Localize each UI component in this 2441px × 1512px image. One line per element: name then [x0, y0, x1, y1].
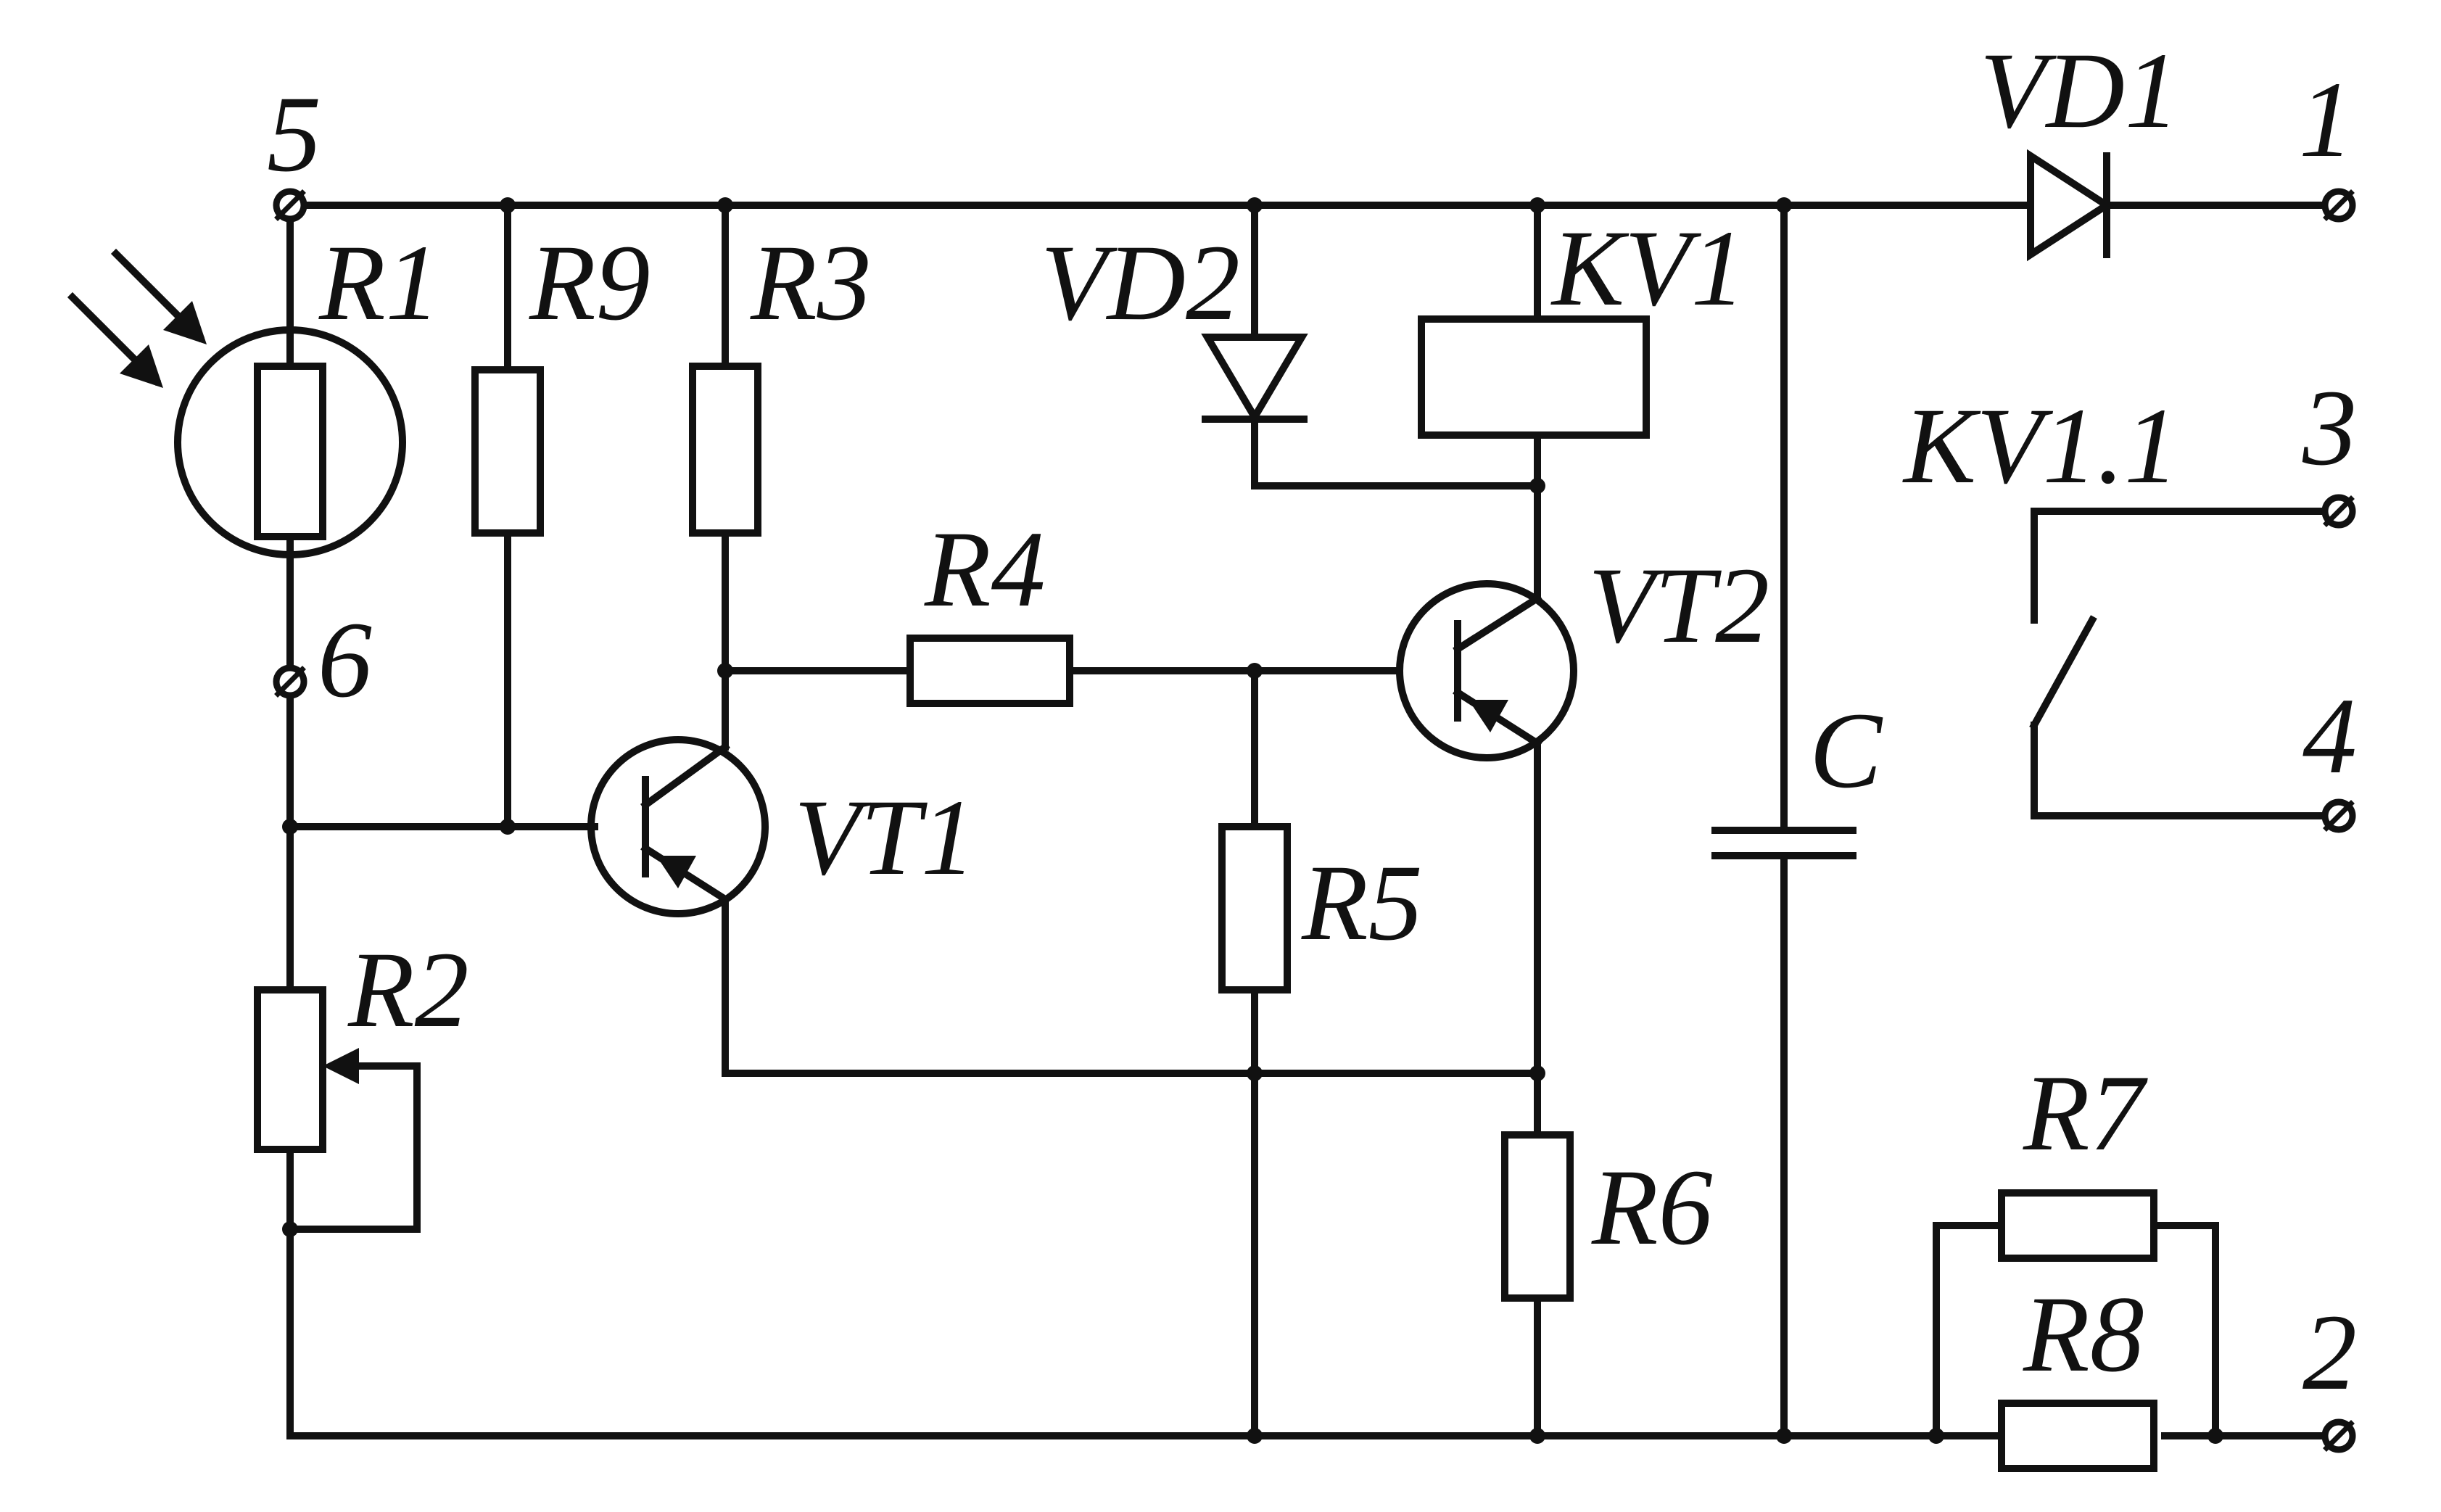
transistor-vt1 [587, 736, 769, 917]
label-r1: R1 [318, 223, 440, 343]
label-vd2: VD2 [1041, 223, 1240, 343]
junction-dots [282, 197, 2223, 1444]
label-kv1: KV1 [1550, 208, 1746, 329]
r7-r8-right-wire [2150, 1222, 2219, 1439]
label-r8: R8 [2023, 1274, 2144, 1395]
label-c: C [1809, 690, 1883, 811]
r7-r8-left-wire [1933, 1222, 2005, 1439]
terminal-3 [2321, 494, 2356, 529]
resistor-r4 [906, 635, 1073, 707]
label-terminal-4: 4 [2302, 676, 2357, 796]
resistor-r7 [1998, 1189, 2157, 1262]
label-r3: R3 [750, 223, 872, 343]
resistor-r6 [1501, 1131, 1574, 1302]
label-terminal-3: 3 [2302, 368, 2357, 488]
resistor-r5 [1218, 823, 1291, 993]
label-r4: R4 [924, 509, 1046, 629]
terminal-4 [2321, 798, 2356, 833]
kv1-1-upper-wire [2031, 508, 2342, 624]
label-vd1: VD1 [1980, 30, 2179, 151]
label-terminal-2: 2 [2302, 1292, 2357, 1413]
terminal-6 [273, 664, 307, 699]
capacitor-c [1711, 827, 1856, 859]
light-arrows-icon [67, 248, 207, 388]
resistor-r9 [471, 366, 544, 537]
label-vt2: VT2 [1588, 545, 1769, 666]
kv1-1-blade [2029, 615, 2097, 730]
kv1-1-lower-wire [2031, 722, 2342, 819]
label-kv1-1: KV1.1 [1902, 386, 2178, 506]
r2-wiper-arrow-icon [323, 1048, 359, 1084]
vt1-emitter-arrow-icon [656, 856, 696, 888]
terminals [273, 188, 2356, 1453]
variable-resistor-r2 [254, 986, 359, 1153]
relay-coil-kv1 [1418, 315, 1650, 439]
label-r9: R9 [529, 223, 650, 343]
vt1-emitter-wire [722, 896, 1541, 1077]
label-terminal-5: 5 [267, 74, 321, 194]
label-terminal-1: 1 [2299, 59, 2353, 180]
photoresistor-r1 [67, 248, 406, 558]
vd2-bottom-lead [1251, 417, 1541, 489]
labels: 5 6 1 3 4 2 R1 R9 R3 VD2 KV1 VD1 KV1.1 R… [267, 30, 2357, 1413]
label-r7: R7 [2023, 1053, 2149, 1173]
label-r5: R5 [1301, 843, 1423, 963]
label-r2: R2 [347, 930, 469, 1050]
terminal-1 [2321, 188, 2356, 223]
wires [286, 202, 2342, 1439]
terminal-5 [273, 188, 307, 223]
resistor-r3 [689, 363, 761, 537]
vt2-emitter-arrow-icon [1469, 700, 1508, 732]
resistor-r8 [1998, 1400, 2157, 1472]
label-terminal-6: 6 [318, 600, 372, 720]
label-r6: R6 [1591, 1147, 1713, 1268]
diode-vd1 [2027, 149, 2114, 262]
terminal-2 [2321, 1418, 2356, 1453]
transistor-vt2 [1396, 580, 1577, 761]
r2-wiper [286, 1062, 421, 1233]
diode-vd2 [1201, 334, 1308, 424]
label-vt1: VT1 [794, 777, 975, 898]
